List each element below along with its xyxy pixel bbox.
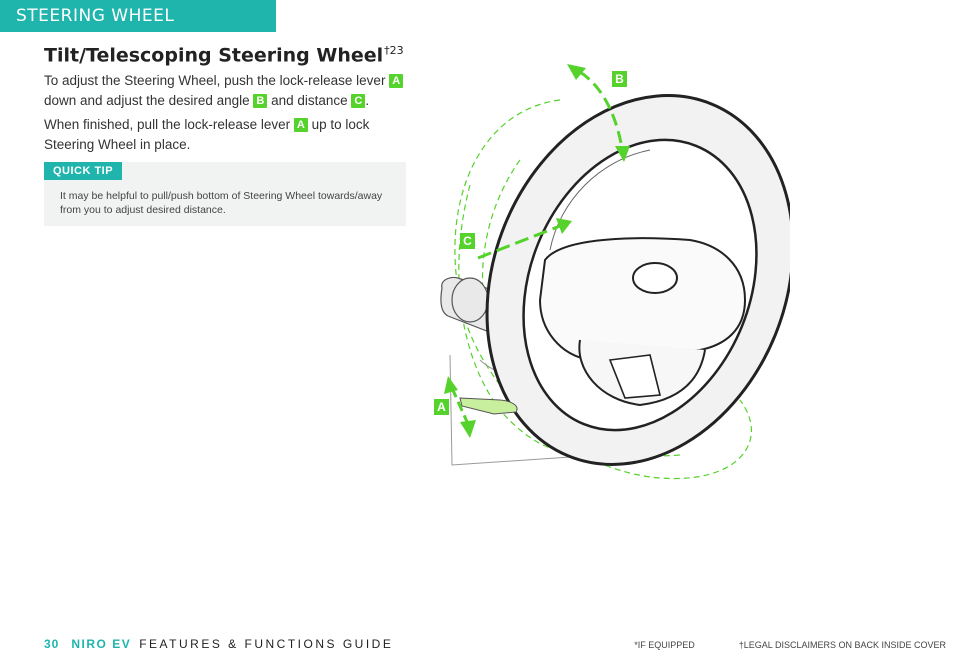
text: and distance — [267, 93, 352, 108]
title-text: Tilt/Telescoping Steering Wheel — [44, 44, 384, 67]
text: To adjust the Steering Wheel, push the l… — [44, 73, 390, 88]
section-tab: STEERING WHEEL CONTROLS — [0, 0, 276, 58]
page-title: Tilt/Telescoping Steering Wheel†23 — [44, 44, 404, 66]
guide-subtitle: FEATURES & FUNCTIONS GUIDE — [139, 637, 394, 651]
adjust-arrows — [444, 64, 630, 438]
if-equipped-note: *IF EQUIPPED — [634, 640, 695, 650]
label-b: B — [612, 71, 627, 87]
quick-tip-text: It may be helpful to pull/push bottom of… — [60, 190, 383, 216]
label-c: C — [460, 233, 475, 249]
text: . — [365, 93, 370, 108]
text: up to lock Steering Wheel in place. — [44, 117, 370, 152]
text: When finished, pull the lock-release lev… — [44, 117, 294, 132]
title-superscript: †23 — [384, 44, 404, 57]
lock-release-lever — [459, 397, 518, 415]
page-number: 30 — [44, 637, 60, 651]
legal-disclaimer-note: †LEGAL DISCLAIMERS ON BACK INSIDE COVER — [738, 640, 946, 650]
instruction-paragraph-2: When finished, pull the lock-release lev… — [44, 115, 414, 155]
tag-a: A — [293, 118, 308, 132]
label-a: A — [434, 399, 449, 415]
steering-wheel-illustration — [440, 64, 790, 480]
quick-tip-box: QUICK TIP It may be helpful to pull/push… — [44, 162, 406, 226]
tag-b: B — [253, 94, 268, 108]
guide-name: NIRO EV — [71, 637, 132, 651]
quick-tip-header: QUICK TIP — [44, 162, 122, 180]
steering-wheel — [485, 94, 790, 466]
tag-c: C — [351, 94, 366, 108]
tag-a: A — [389, 74, 404, 88]
footer-notes: *IF EQUIPPED †LEGAL DISCLAIMERS ON BACK I… — [634, 640, 946, 650]
text: down and adjust the desired angle — [44, 93, 254, 108]
footer: 30 NIRO EV FEATURES & FUNCTIONS GUIDE — [44, 637, 393, 651]
instruction-paragraph-1: To adjust the Steering Wheel, push the l… — [44, 71, 414, 111]
